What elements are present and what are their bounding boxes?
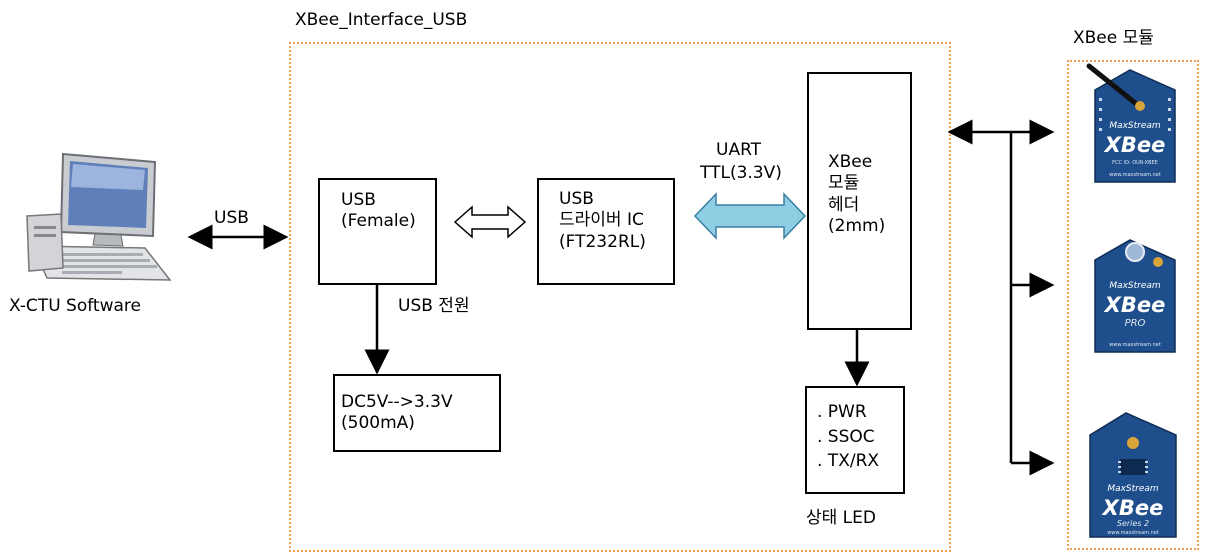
module-2-sub: PRO — [1125, 318, 1146, 329]
usb-driver-line-3: (FT232RL) — [559, 231, 646, 252]
status-led-label: 상태 LED — [806, 508, 876, 528]
uart-label-1: UART — [716, 140, 762, 160]
module-3-brand: MaxStream — [1107, 484, 1159, 494]
module-2-name: XBee — [1103, 293, 1166, 317]
computer-icon — [26, 152, 172, 281]
led-status-block: . PWR . SSOC . TX/RX — [805, 386, 905, 494]
xbee-header-line-2: 모듈 — [828, 173, 860, 194]
module-2-url: www.maxstream.net — [1109, 342, 1161, 348]
modules-frame — [1067, 60, 1199, 550]
xbee-header-line-4: (2mm) — [828, 215, 886, 236]
regulator-line-1: DC5V-->3.3V — [341, 392, 453, 412]
usb-female-line-2: (Female) — [341, 211, 416, 232]
modules-title: XBee 모듈 — [1073, 28, 1154, 48]
xbee-header-block: XBee 모듈 헤더 (2mm) — [807, 72, 912, 330]
uart-arrow — [693, 192, 807, 240]
usb-female-line-1: USB — [341, 190, 376, 210]
regulator-block: DC5V-->3.3V (500mA) — [333, 374, 501, 452]
module-1-url: www.maxstream.net — [1109, 172, 1161, 178]
module-2-brand: MaxStream — [1109, 281, 1161, 291]
xbee-module-1-image: MaxStream XBee FCC ID: OUR-XBEE www.maxs… — [1086, 63, 1176, 183]
xbee-module-2-image: MaxStream XBee PRO www.maxstream.net — [1094, 239, 1176, 353]
usb-link-label: USB — [214, 208, 249, 228]
module-3-name: XBee — [1101, 496, 1164, 520]
regulator-line-2: (500mA) — [341, 413, 415, 434]
led-item-ssoc: . SSOC — [817, 426, 875, 447]
uart-label-2: TTL(3.3V) — [700, 163, 782, 183]
module-1-brand: MaxStream — [1109, 121, 1161, 131]
interface-title: XBee_Interface_USB — [295, 10, 468, 30]
led-item-txrx: . TX/RX — [817, 451, 880, 472]
usb-driver-line-2: 드라이버 IC — [559, 210, 644, 231]
usb-female-block: USB (Female) — [318, 178, 437, 285]
xbee-header-line-3: 헤더 — [828, 194, 860, 215]
software-label: X-CTU Software — [9, 296, 141, 316]
usb-data-arrow — [453, 205, 527, 239]
interface-frame — [289, 42, 951, 552]
usb-driver-block: USB 드라이버 IC (FT232RL) — [537, 178, 675, 285]
usb-power-label: USB 전원 — [398, 296, 470, 316]
usb-driver-line-1: USB — [559, 189, 594, 209]
led-item-pwr: . PWR — [817, 402, 867, 422]
module-3-sub: Series 2 — [1117, 519, 1149, 528]
module-1-sub: FCC ID: OUR-XBEE — [1112, 160, 1158, 166]
module-1-name: XBee — [1103, 133, 1166, 157]
xbee-module-3-image: MaxStream XBee Series 2 www.maxstream.ne… — [1089, 412, 1177, 538]
module-3-url: www.maxstream.net — [1107, 530, 1159, 536]
xbee-header-line-1: XBee — [828, 152, 873, 172]
